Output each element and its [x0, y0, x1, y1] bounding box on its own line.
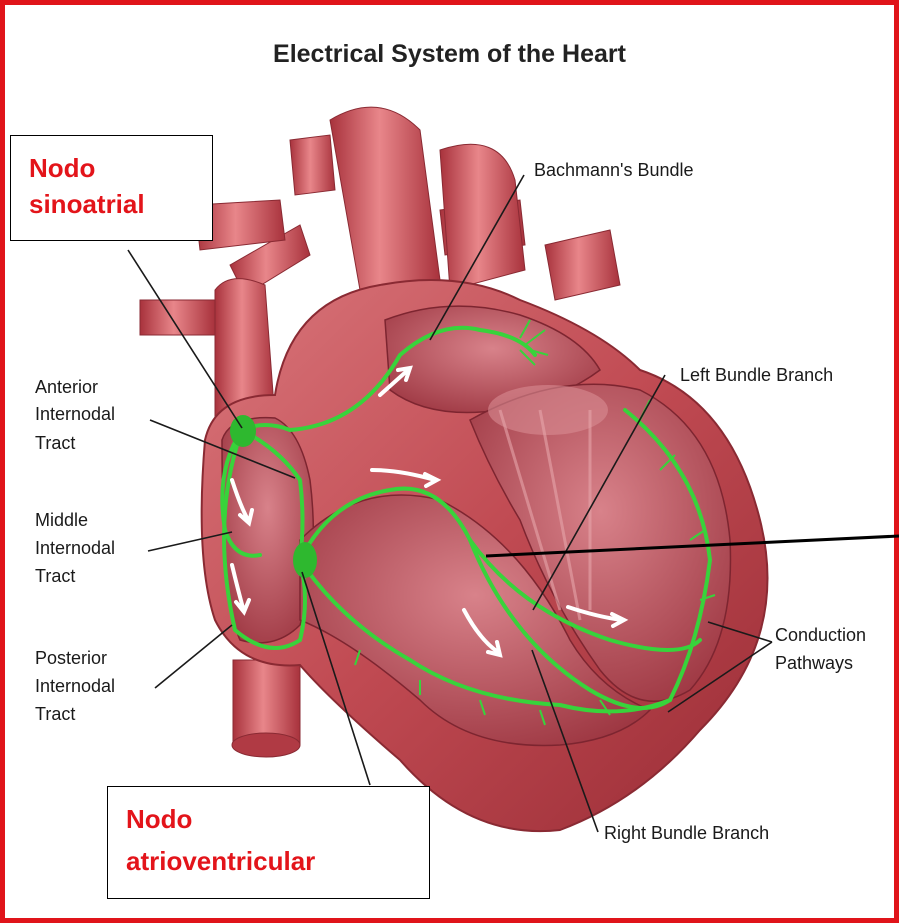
callout-line: Nodo	[126, 801, 429, 837]
label-line: Pathways	[775, 650, 853, 676]
label-line: Conduction	[775, 622, 866, 648]
callout-atrioventricular-node: Nodo atrioventricular	[107, 786, 430, 899]
label-line: Tract	[35, 701, 75, 727]
label-line: Posterior	[35, 645, 107, 671]
label-left-bundle-branch: Left Bundle Branch	[680, 362, 833, 388]
callout-line: sinoatrial	[29, 186, 212, 222]
av-node	[293, 542, 317, 578]
label-line: Tract	[35, 430, 75, 456]
diagram-title: Electrical System of the Heart	[0, 40, 899, 69]
label-line: Internodal	[35, 535, 115, 561]
label-line: Internodal	[35, 401, 115, 427]
label-line: Middle	[35, 507, 88, 533]
callout-line: Nodo	[29, 150, 212, 186]
callout-sinoatrial-node: Nodo sinoatrial	[10, 135, 213, 241]
label-right-bundle-branch: Right Bundle Branch	[604, 820, 769, 846]
label-line: Internodal	[35, 673, 115, 699]
label-bachmanns-bundle: Bachmann's Bundle	[534, 157, 694, 183]
label-line: Anterior	[35, 374, 98, 400]
label-line: Tract	[35, 563, 75, 589]
callout-line: atrioventricular	[126, 843, 429, 879]
sa-node	[230, 415, 256, 447]
